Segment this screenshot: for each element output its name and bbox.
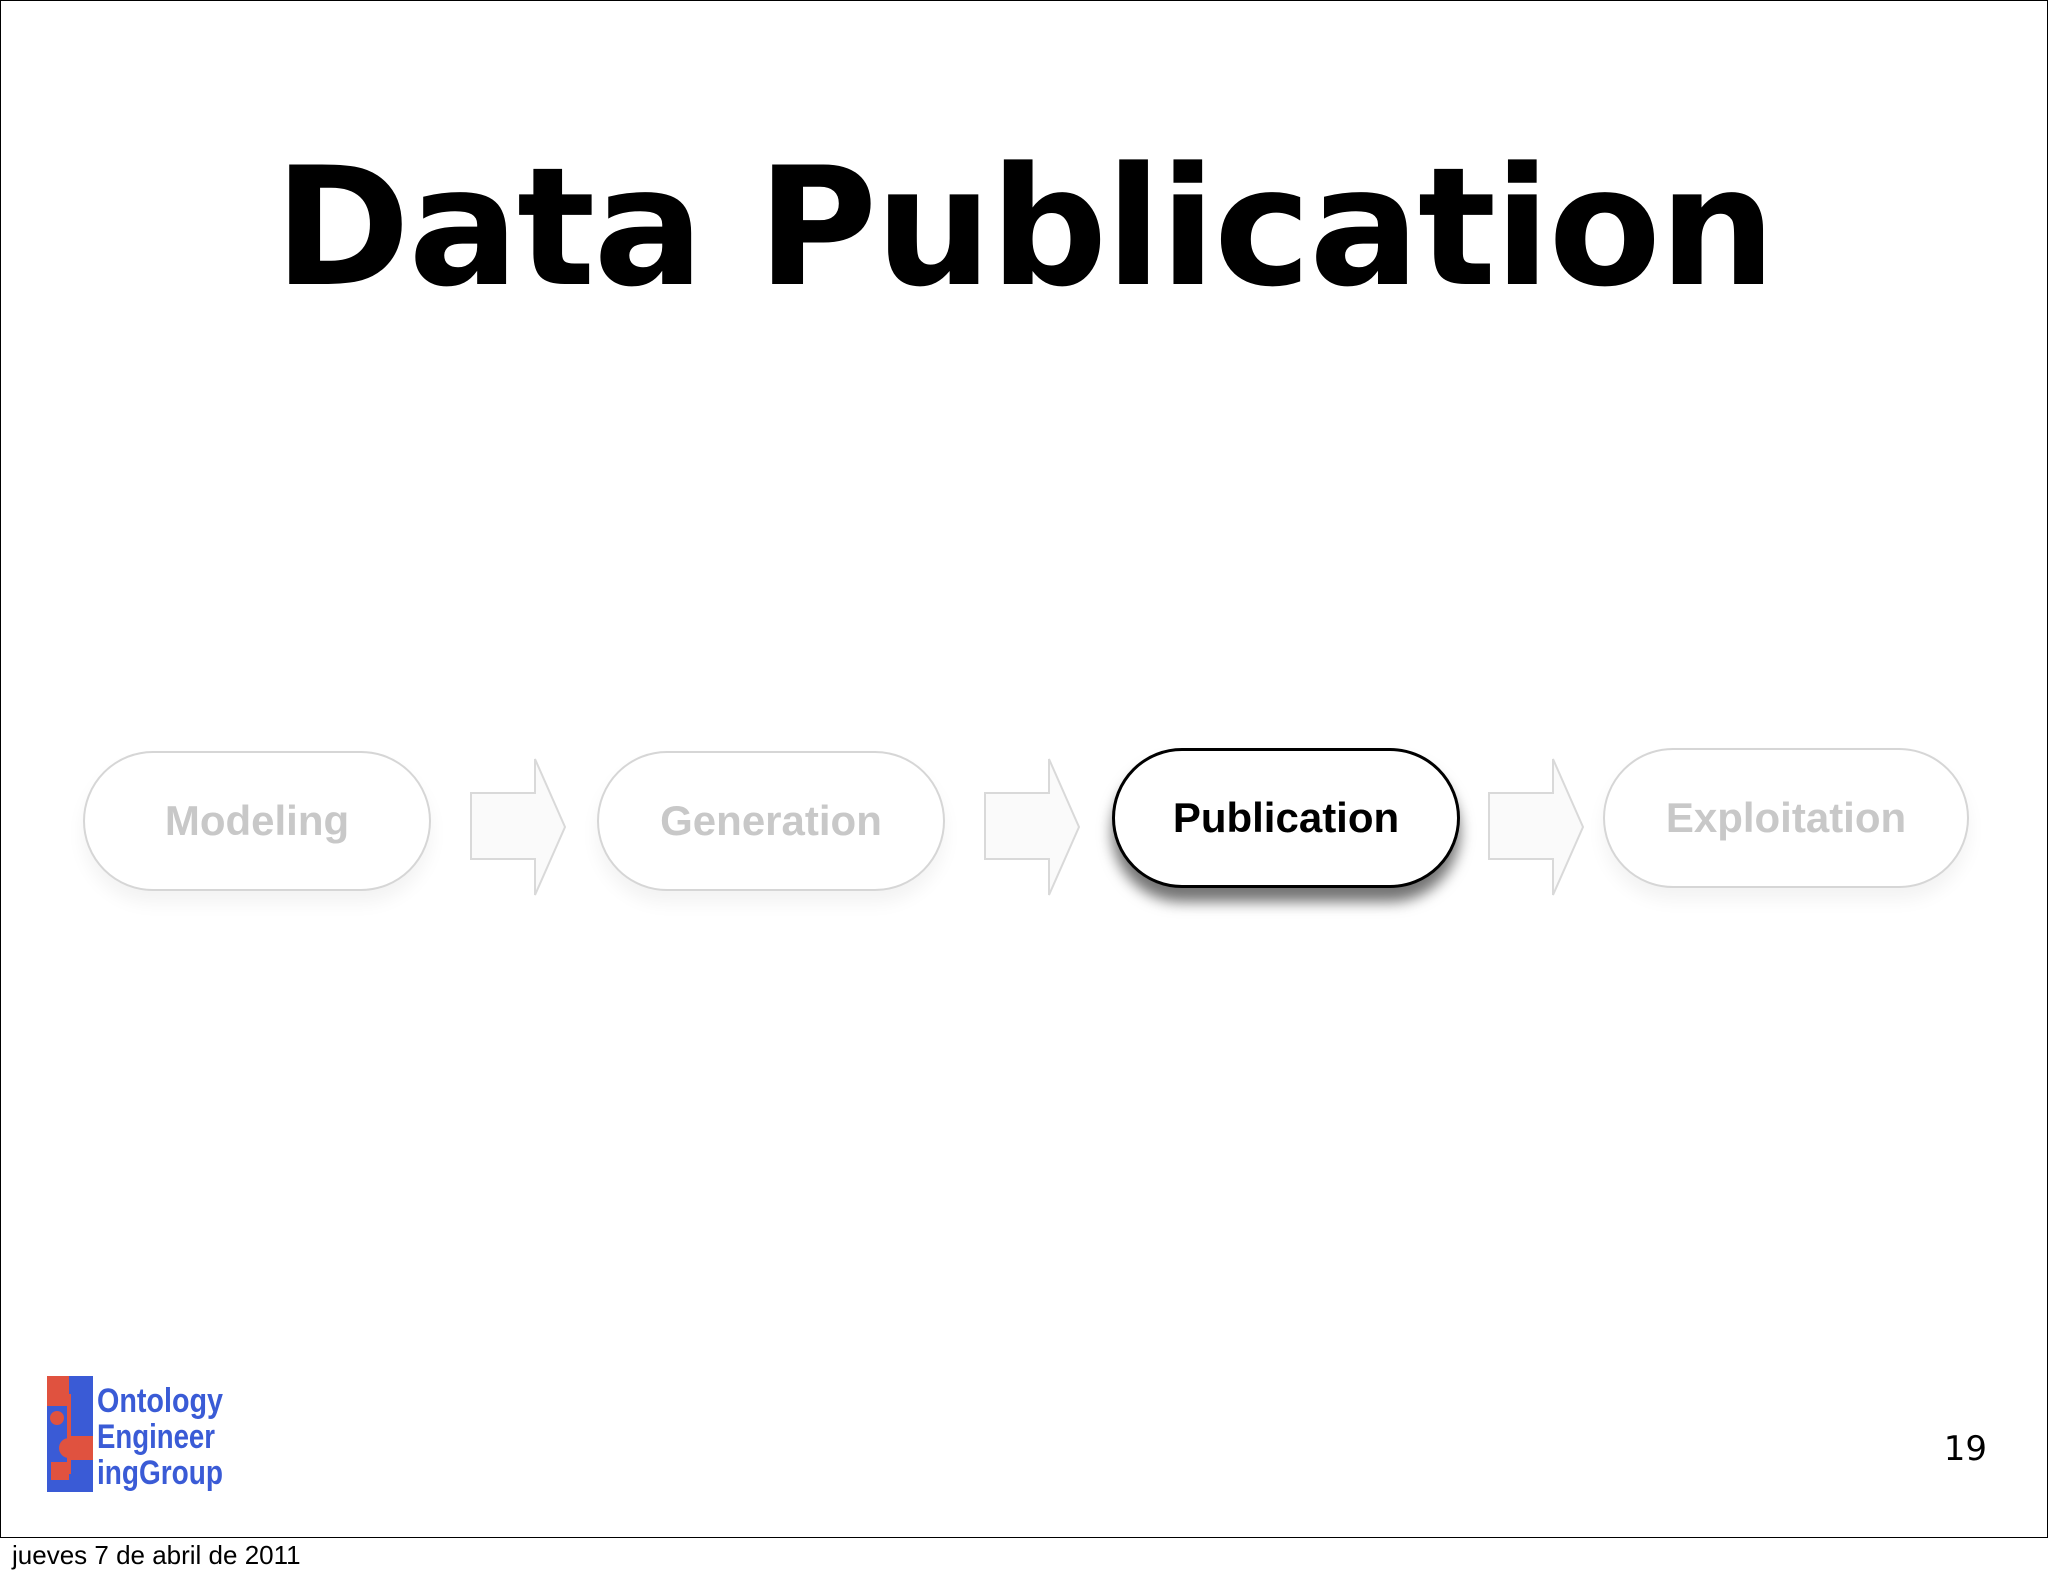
svg-text:Engineer: Engineer — [97, 1418, 215, 1456]
step-exploitation: Exploitation — [1603, 748, 1969, 888]
slide: Data Publication Modeling Generation Pub… — [0, 0, 2048, 1538]
arrow-right-icon — [984, 758, 1081, 896]
page-number: 19 — [1943, 1429, 1987, 1469]
step-modeling: Modeling — [83, 751, 431, 891]
ontology-engineering-group-logo: Ontology Engineer ingGroup — [47, 1376, 223, 1492]
step-publication: Publication — [1112, 748, 1460, 888]
step-generation: Generation — [597, 751, 945, 891]
svg-text:ingGroup: ingGroup — [97, 1454, 223, 1492]
arrow-right-icon — [470, 758, 567, 896]
svg-text:Ontology: Ontology — [97, 1382, 223, 1420]
arrow-right-icon — [1488, 758, 1585, 896]
slide-title: Data Publication — [274, 132, 1776, 323]
footer-date: jueves 7 de abril de 2011 — [12, 1540, 301, 1570]
